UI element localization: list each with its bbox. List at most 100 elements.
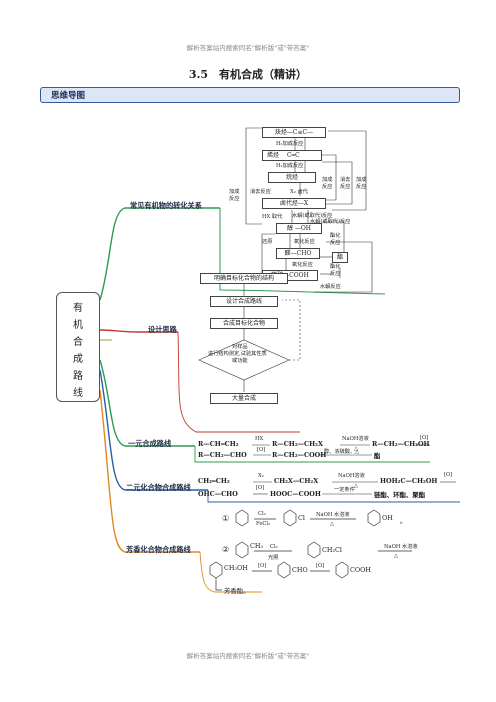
arom-number-2: ② bbox=[222, 545, 230, 554]
node-alkene-label: 烯烃 bbox=[267, 152, 280, 159]
di-reagent-4: [O] bbox=[256, 485, 265, 491]
arom-reagent-6: [O] bbox=[316, 563, 325, 569]
di-compound-3: HOH₂C—CH₂OH bbox=[380, 477, 438, 485]
arom-reagent-2-top: NaOH 水溶液 bbox=[316, 512, 350, 518]
label-add-right-2: 反应 bbox=[356, 184, 367, 190]
section-header: 思维导图 bbox=[40, 87, 460, 103]
mono-compound-5: R—CH₂—COOH bbox=[272, 451, 327, 459]
branch-line-3 bbox=[99, 359, 195, 447]
center-char-4: 成 bbox=[73, 354, 83, 365]
label-esterif-2b: 反应 bbox=[330, 271, 341, 277]
label-h2-add-1: H₂加成反应 bbox=[276, 141, 304, 147]
arom-reagent-5: [O] bbox=[258, 563, 267, 569]
design-step-4b: 进行结构测定,试验其性质 bbox=[208, 351, 267, 357]
label-add-right: 加成 bbox=[356, 177, 367, 183]
branch-mono: 一元合成路线 bbox=[128, 439, 172, 448]
branch-line-2-tail bbox=[177, 331, 300, 433]
arom-reagent-3-bot: 光照 bbox=[268, 555, 279, 561]
branch-line-5 bbox=[99, 389, 200, 553]
arom-number-1: ① bbox=[222, 514, 230, 523]
di-compound-5: HOOC—COOH bbox=[270, 490, 321, 498]
mono-compound-1: R—CH═CH₂ bbox=[198, 440, 239, 448]
arom-reagent-1-bot: FeCl₃ bbox=[256, 521, 271, 527]
arom-m2-sub: CH₂Cl bbox=[322, 546, 342, 554]
mono-compound-4: R—CH₂—CHO bbox=[198, 451, 247, 459]
node-aldehyde: 醛—CHO bbox=[276, 248, 320, 259]
node-ester: 酯 bbox=[332, 252, 348, 263]
label-x2-sub: X₂ 卤代 bbox=[290, 189, 308, 195]
branch-line-3-tail bbox=[194, 446, 430, 463]
node-alkene: 烯烃 C═C bbox=[262, 150, 322, 161]
di-reagent-5: 一定条件 bbox=[334, 487, 355, 493]
label-add-mid: 加成 bbox=[322, 177, 333, 183]
center-char-3: 合 bbox=[73, 337, 83, 348]
arom-reagent-1-top: Cl₂ bbox=[258, 511, 266, 517]
label-hx: HX 取代 bbox=[262, 214, 283, 220]
page-title: 3.5 有机合成（精讲） bbox=[188, 68, 308, 81]
design-step-1: 明确目标化合物的结构 bbox=[200, 273, 288, 284]
branch-di: 二元化合物合成路线 bbox=[126, 483, 191, 492]
center-topic: 有 机 合 成 路 线 bbox=[56, 292, 100, 402]
di-reagent-3: [O] bbox=[444, 472, 453, 478]
center-char-5: 路 bbox=[73, 371, 83, 382]
arom-reagent-4-top: NaOH 水溶液 bbox=[384, 544, 418, 550]
arom-p2-sub: OH bbox=[382, 514, 393, 522]
arom-reagent-3-top: Cl₂ bbox=[270, 544, 278, 550]
branch-line-5-tail bbox=[199, 551, 262, 593]
arom-m4-sub: CHO bbox=[292, 566, 308, 574]
header-watermark: 解析答案站内搜索同名"解析版"或"带答案" bbox=[186, 44, 310, 52]
arom-m5-sub: COOH bbox=[350, 566, 371, 574]
branch-conversion: 常见有机物的转化关系 bbox=[130, 201, 202, 210]
mono-reagent-2b: △ bbox=[354, 446, 358, 452]
mono-compound-6: 酯 bbox=[374, 452, 381, 460]
di-reagent-2b: △ bbox=[354, 483, 358, 489]
center-char-2: 机 bbox=[73, 320, 83, 331]
node-alkene-group: C═C bbox=[286, 152, 300, 159]
branch-line-4-tail bbox=[207, 490, 460, 503]
di-reagent-1: X₂ bbox=[258, 473, 264, 479]
arom-reagent-4-bot: △ bbox=[394, 553, 398, 559]
label-hydrolysis-2: 水解(或取代)反应 bbox=[310, 219, 351, 225]
arom-m1-sub: CH₃ bbox=[250, 542, 264, 550]
di-compound-1: CH₂═CH₂ bbox=[198, 477, 230, 485]
label-hydrolysis-1: 水解(或取代)反应 bbox=[292, 213, 333, 219]
label-reduce: 还原 bbox=[262, 239, 273, 245]
label-esterif-1: 酯化 bbox=[330, 233, 341, 239]
label-esterif-1b: 反应 bbox=[330, 240, 341, 246]
branch-line-1-tail bbox=[219, 208, 386, 295]
label-elim-right-2: 反应 bbox=[340, 184, 351, 190]
label-hydrolysis-3: 水解反应 bbox=[320, 284, 341, 290]
label-add-mid-2: 反应 bbox=[322, 184, 333, 190]
branch-design: 设计思路 bbox=[148, 325, 177, 334]
mono-reagent-2: NaOH溶液 bbox=[342, 436, 369, 442]
footer-watermark: 解析答案站内搜索同名"解析版"或"带答案" bbox=[186, 652, 310, 660]
label-add-left: 加成 bbox=[229, 189, 240, 195]
arom-dot: 。 bbox=[400, 517, 407, 525]
label-oxid-1: 氧化反应 bbox=[294, 239, 315, 245]
label-h2-add-2: H₂加成反应 bbox=[276, 163, 304, 169]
arom-reagent-2-bot: △ bbox=[330, 521, 334, 527]
section-title: 思维导图 bbox=[51, 91, 86, 101]
design-step-4c: 或功能 bbox=[232, 358, 248, 364]
di-reagent-2: NaOH溶液 bbox=[338, 473, 365, 479]
design-step-2: 设计合成路线 bbox=[210, 296, 278, 307]
design-step-5: 大量合成 bbox=[210, 393, 278, 404]
center-char-6: 线 bbox=[73, 388, 83, 399]
mono-compound-2: R—CH₂—CH₂X bbox=[272, 440, 323, 448]
di-compound-4: OHC—CHO bbox=[198, 490, 238, 498]
node-alcohol: 醇 —OH bbox=[276, 223, 322, 234]
mono-reagent-4: [O] bbox=[257, 447, 266, 453]
label-elim-right: 消去 bbox=[340, 177, 351, 183]
center-char-1: 有 bbox=[73, 303, 83, 314]
branch-line-2 bbox=[99, 329, 178, 333]
branch-line-1 bbox=[99, 207, 220, 301]
arom-final-product: 芳香酯。 bbox=[224, 587, 250, 595]
branch-line-4 bbox=[99, 369, 208, 491]
mono-compound-3: R—CH₂—CH₂OH bbox=[372, 440, 430, 448]
node-alkyne: 炔烃—C≡C— bbox=[262, 127, 326, 138]
mono-reagent-3: [O] bbox=[420, 435, 429, 441]
label-esterif-2: 酯化 bbox=[330, 264, 341, 270]
mono-reagent-1: HX bbox=[255, 436, 264, 442]
label-add-left-2: 反应 bbox=[229, 196, 240, 202]
